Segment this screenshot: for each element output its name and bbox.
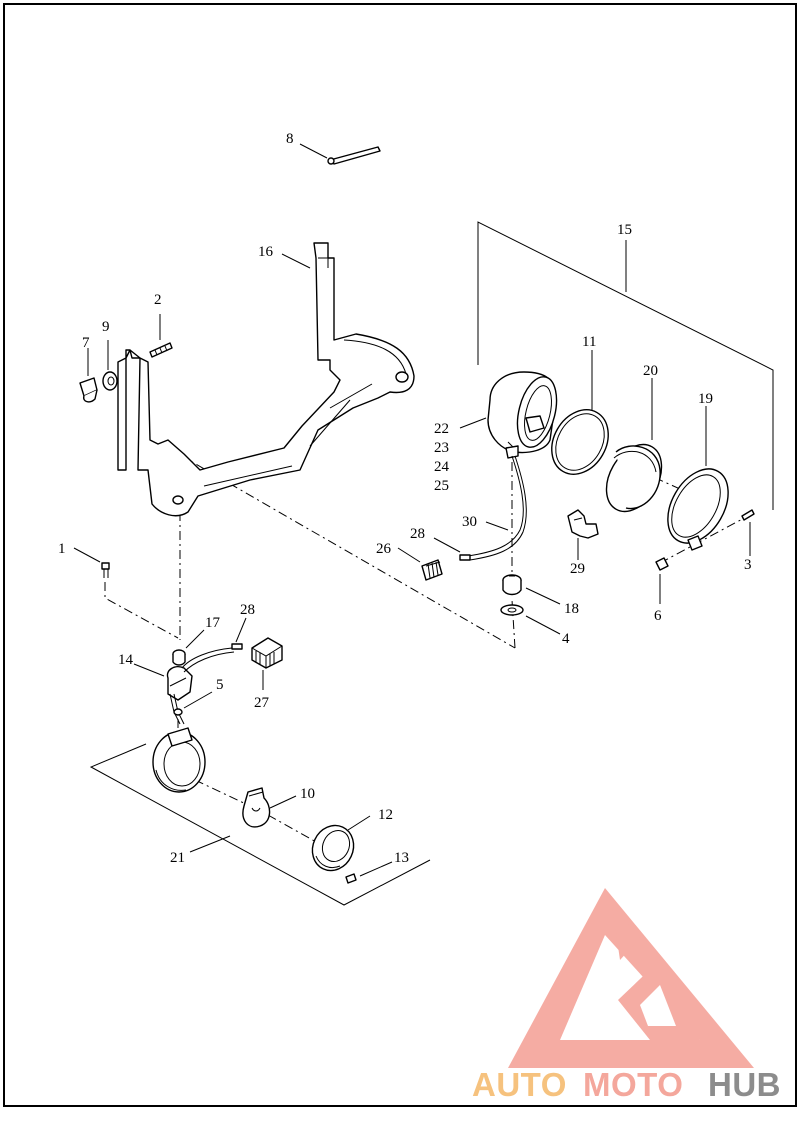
part-lens-12 [311, 815, 371, 872]
callout-16: 16 [258, 244, 274, 260]
watermark-logo: AUTO MOTO HUB [472, 888, 781, 1103]
watermark-text-hub: HUB [708, 1066, 781, 1103]
part-mounting-bracket [117, 242, 415, 517]
callout-26: 26 [376, 541, 392, 557]
part-washer-4 [500, 604, 561, 635]
diagram-border [3, 3, 797, 1107]
part-grommet-17 [172, 629, 205, 666]
callout-8: 8 [286, 131, 294, 147]
callout-14: 14 [118, 652, 134, 668]
part-trim-ring-19 [667, 406, 729, 551]
part-connector-5 [173, 691, 213, 716]
watermark-text-moto: MOTO [583, 1066, 683, 1103]
callout-30: 30 [462, 514, 477, 530]
part-washer [102, 340, 118, 391]
part-socket-14 [133, 617, 247, 725]
part-lamp-unit-20 [605, 378, 663, 513]
callout-15: 15 [617, 222, 632, 238]
callout-9: 9 [102, 319, 110, 335]
part-marker-housing [152, 727, 206, 793]
callout-24: 24 [434, 459, 450, 475]
part-screw-1 [73, 547, 110, 578]
part-bulb-10 [242, 787, 297, 828]
part-grommet-18 [502, 574, 561, 605]
callout-25: 25 [434, 478, 449, 494]
assembly-15-bracket [477, 221, 774, 510]
watermark-text-auto: AUTO [472, 1066, 567, 1103]
part-connector-27 [251, 637, 283, 690]
callout-10: 10 [300, 786, 315, 802]
part-wire-30 [433, 455, 527, 561]
part-nut-6 [655, 557, 669, 604]
part-stud [149, 314, 173, 358]
callout-6: 6 [654, 608, 662, 624]
callout-4: 4 [562, 631, 570, 647]
callout-13: 13 [394, 850, 409, 866]
callout-19: 19 [698, 391, 713, 407]
callout-7: 7 [82, 335, 90, 351]
callout-28a: 28 [410, 526, 425, 542]
part-screw-3 [741, 509, 755, 556]
part-acorn-nut [79, 348, 98, 403]
callout-3: 3 [744, 557, 752, 573]
part-gasket-11 [551, 350, 609, 475]
watermark-triangle-icon [508, 888, 754, 1068]
callout-18: 18 [564, 601, 579, 617]
part-headlamp-bulb-29 [567, 509, 599, 560]
callout-27: 27 [254, 695, 270, 711]
part-connector-26 [397, 547, 443, 581]
callout-2: 2 [154, 292, 162, 308]
callout-11: 11 [582, 334, 596, 350]
callout-17: 17 [205, 615, 221, 631]
callout-12: 12 [378, 807, 393, 823]
callout-labels: 1 2 3 4 5 6 7 8 9 10 11 12 13 14 15 16 1… [58, 131, 752, 866]
callout-29: 29 [570, 561, 585, 577]
assembly-21-bracket [89, 743, 431, 906]
callout-5: 5 [216, 677, 224, 693]
callout-1: 1 [58, 541, 66, 557]
callout-28b: 28 [240, 602, 255, 618]
callout-21: 21 [170, 850, 185, 866]
part-cotter-pin [299, 143, 381, 165]
part-screw-13 [345, 861, 393, 884]
part-lamp-housing [459, 371, 558, 459]
callout-22: 22 [434, 421, 449, 437]
callout-20: 20 [643, 363, 658, 379]
callout-23: 23 [434, 440, 449, 456]
